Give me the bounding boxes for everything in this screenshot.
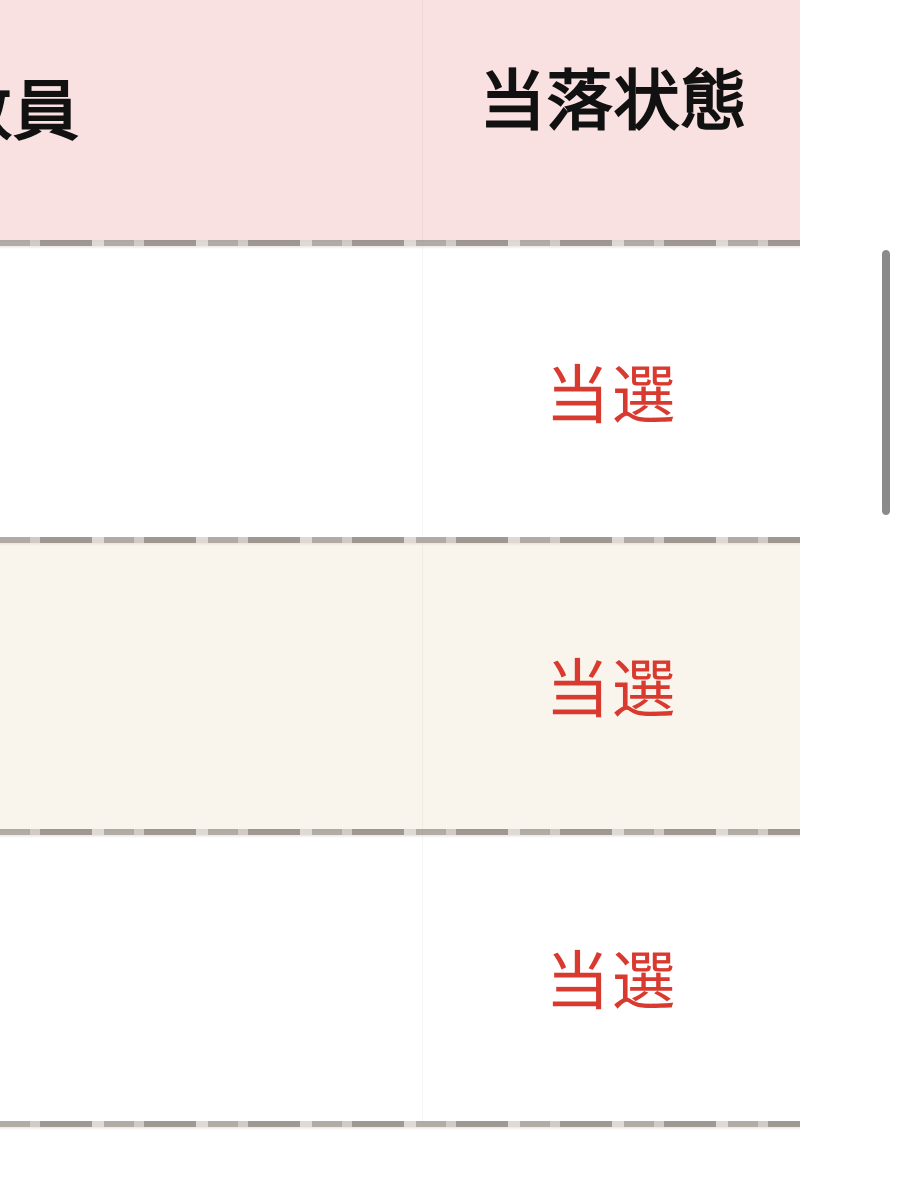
table-cell-status: 当選	[422, 539, 800, 831]
status-text: 当選	[545, 946, 678, 1020]
status-text: 当選	[545, 654, 678, 728]
row-separator	[0, 829, 800, 838]
table-row: 当選	[0, 539, 800, 838]
table-row: 当選	[0, 831, 800, 1130]
table-cell-empty	[0, 831, 422, 1123]
table-row: 当選	[0, 242, 800, 546]
table-header-row: 数員 当落状態	[0, 0, 800, 249]
header-cell-status: 当落状態	[422, 0, 800, 242]
status-text: 当選	[545, 359, 678, 434]
row-separator	[0, 1121, 800, 1130]
header-label-status: 当落状態	[479, 63, 748, 140]
header-label-count: 数員	[0, 73, 80, 150]
vertical-scrollbar[interactable]	[882, 250, 890, 515]
table-cell-status: 当選	[422, 831, 800, 1123]
results-table: 数員 当落状態 当選 当選 当選	[0, 0, 800, 1130]
row-separator	[0, 537, 800, 546]
row-separator	[0, 240, 800, 249]
table-cell-empty	[0, 539, 422, 831]
table-cell-status: 当選	[422, 242, 800, 539]
table-cell-empty	[0, 242, 422, 539]
header-cell-count: 数員	[0, 0, 422, 242]
